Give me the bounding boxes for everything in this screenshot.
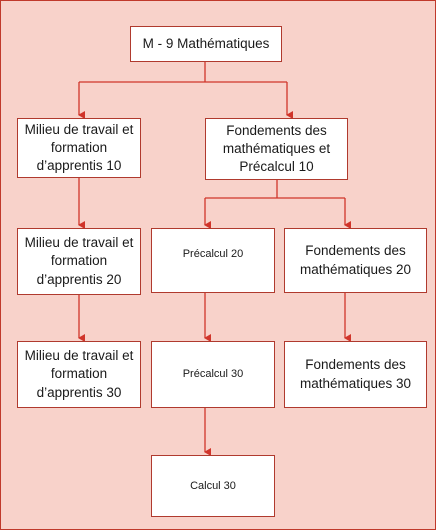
node-workplace-30: Milieu de travail et formation d’apprent… [17,341,141,408]
node-precalc-30-label: Précalcul 30 [182,368,244,381]
node-root: M - 9 Mathématiques [130,26,282,62]
node-foundations-precalc-10-label: Fondements des mathématiques et Précalcu… [222,122,331,175]
node-foundations-30: Fondements des mathématiques 30 [284,341,427,408]
node-precalc-30: Précalcul 30 [151,341,275,408]
node-workplace-10: Milieu de travail et formation d’apprent… [17,118,141,178]
node-foundations-20-label: Fondements des mathématiques 20 [299,243,412,277]
node-workplace-30-label: Milieu de travail et formation d’apprent… [24,348,134,400]
node-root-label: M - 9 Mathématiques [142,35,270,51]
node-workplace-10-label: Milieu de travail et formation d’apprent… [24,121,134,174]
node-calculus-30-label: Calcul 30 [190,479,236,492]
node-foundations-20: Fondements des mathématiques 20 [284,228,427,293]
node-calculus-30: Calcul 30 [151,455,275,517]
node-workplace-20: Milieu de travail et formation d’apprent… [17,228,141,295]
node-precalc-20: Précalcul 20 [151,228,275,293]
node-foundations-precalc-10: Fondements des mathématiques et Précalcu… [205,118,348,180]
node-precalc-20-label: Précalcul 20 [182,248,244,260]
node-workplace-20-label: Milieu de travail et formation d’apprent… [24,235,134,287]
node-foundations-30-label: Fondements des mathématiques 30 [299,357,412,391]
